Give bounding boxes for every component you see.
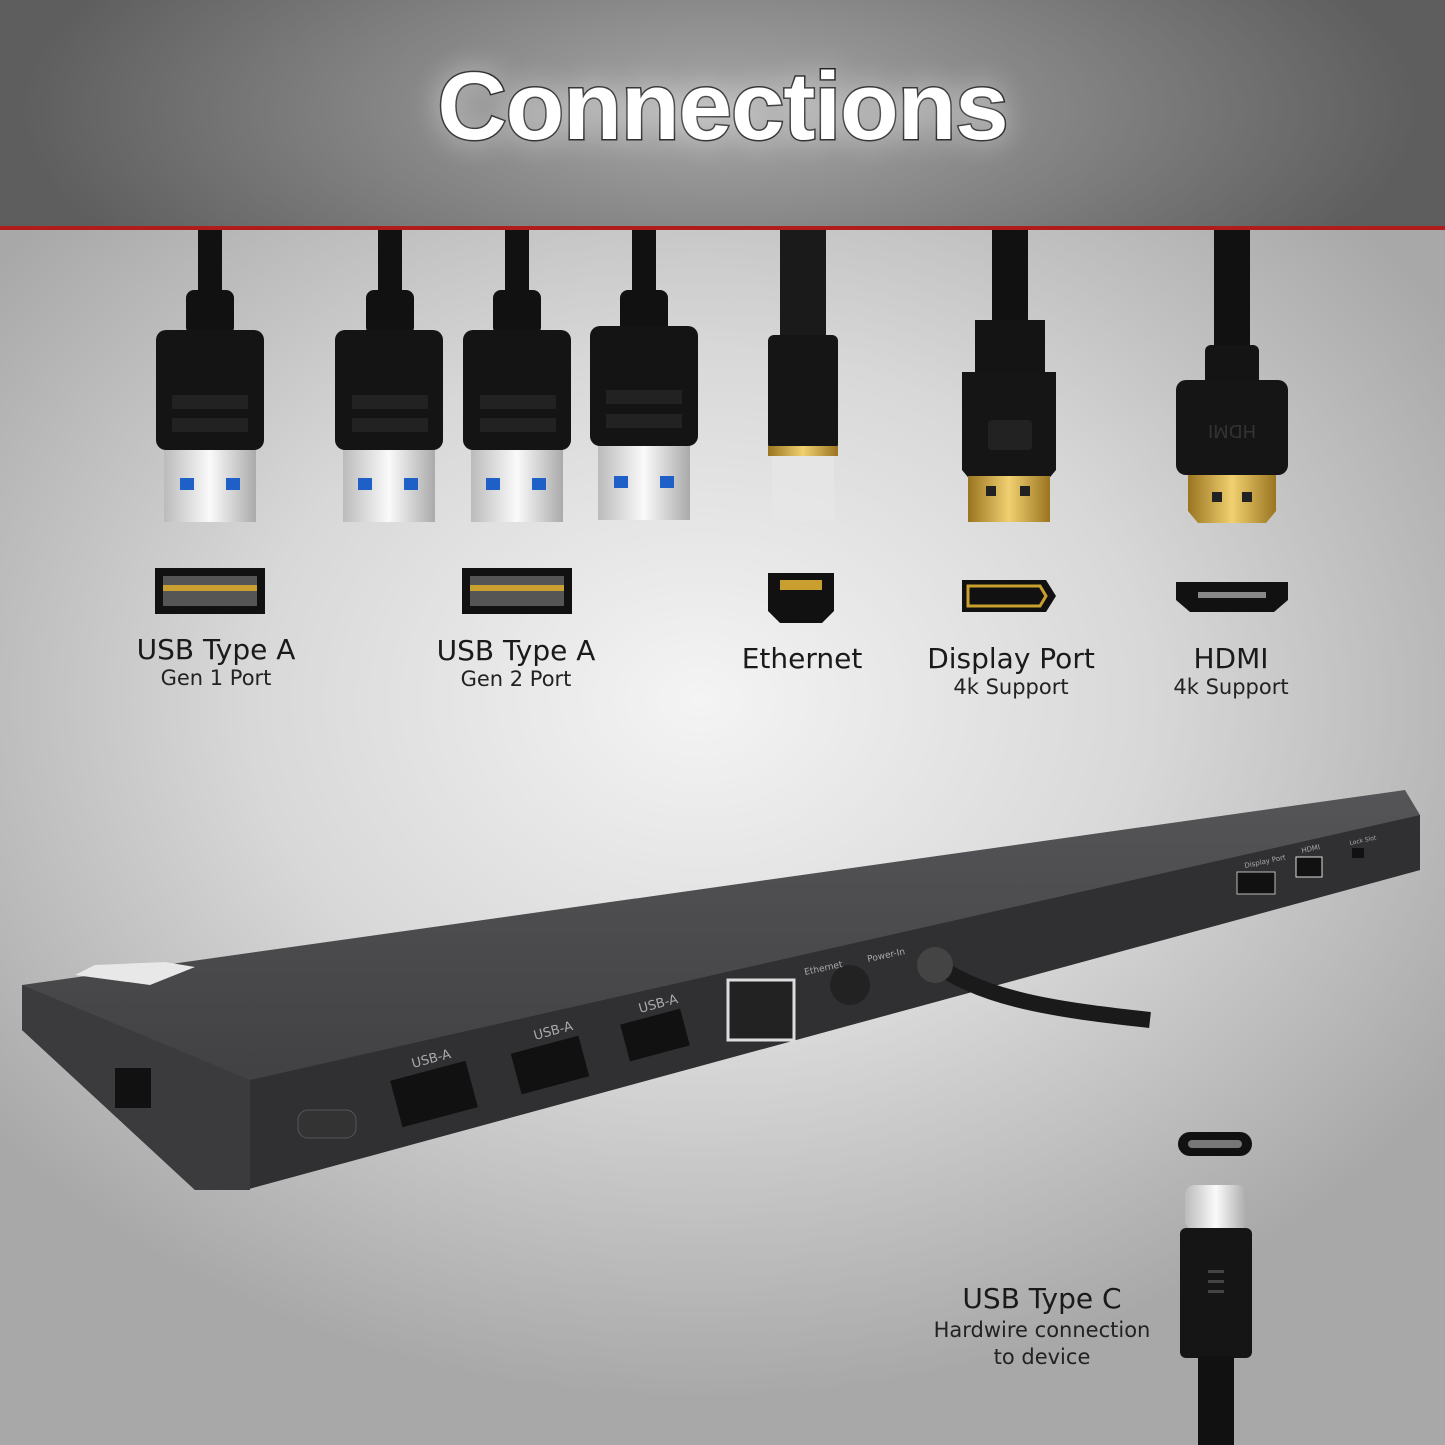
port-label-usb-a-gen2: USB Type A Gen 2 Port xyxy=(436,634,596,691)
usb-a-cable-4 xyxy=(590,230,698,520)
page-title: Connections xyxy=(436,52,1010,162)
port-label-usb-c: USB Type C Hardwire connection to device xyxy=(933,1282,1151,1369)
displayport-cable xyxy=(962,230,1056,522)
usb-c-port-icon xyxy=(1178,1132,1252,1156)
usb-a-cable-2 xyxy=(335,230,443,522)
divider-line xyxy=(0,226,1445,230)
ethernet-port-icon xyxy=(768,573,834,623)
dock-label-hdmi: HDMI xyxy=(1301,843,1321,855)
svg-text:HDMI: HDMI xyxy=(1208,420,1256,441)
header-band xyxy=(0,0,1445,228)
displayport-icon xyxy=(962,580,1056,612)
docking-station: USB-A USB-A USB-A Ethernet Power-In Disp… xyxy=(22,790,1420,1190)
port-label-ethernet: Ethernet xyxy=(741,642,863,675)
port-label-displayport: Display Port 4k Support xyxy=(927,642,1095,699)
usb-a-cable-1 xyxy=(156,230,264,522)
usb-a-port-icon xyxy=(462,568,572,614)
port-label-usb-a-gen1: USB Type A Gen 1 Port xyxy=(136,633,296,690)
usb-a-cable-3 xyxy=(463,230,571,522)
usb-c-cable xyxy=(1180,1185,1252,1445)
hdmi-port-icon xyxy=(1176,582,1288,612)
usb-a-port-icon xyxy=(155,568,265,614)
ethernet-cable xyxy=(768,230,838,521)
port-label-hdmi: HDMI 4k Support xyxy=(1173,642,1289,699)
hdmi-cable: HDMI xyxy=(1176,230,1288,523)
